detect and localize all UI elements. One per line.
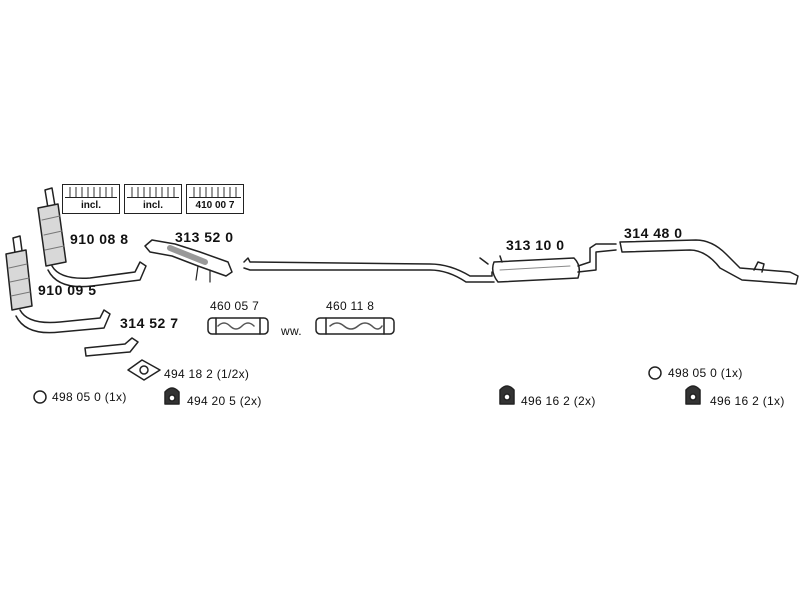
rubber-hanger-icon xyxy=(499,385,515,405)
accessory-hanger-right: 496 16 2 (1x) xyxy=(710,394,785,408)
flex-pipe-icon xyxy=(315,317,395,335)
exhaust-kit-box-icon: 410 00 7 xyxy=(186,184,244,214)
part-number-center-muffler: 313 10 0 xyxy=(506,237,565,253)
kit-label: incl. xyxy=(142,200,163,211)
part-number-cat-2: 910 09 5 xyxy=(38,282,97,298)
kit-label: 410 00 7 xyxy=(195,200,235,211)
front-pipe-icon xyxy=(84,337,139,357)
kit-label: incl. xyxy=(80,200,101,211)
rear-pipe-icon xyxy=(619,239,799,285)
rubber-hanger-icon xyxy=(164,387,180,405)
part-number-flex-2: 460 11 8 xyxy=(326,299,375,313)
accessory-gasket: 494 18 2 (1/2x) xyxy=(164,367,250,381)
rubber-hanger-icon xyxy=(685,385,701,405)
part-number-cat-1: 910 08 8 xyxy=(70,231,129,247)
ring-clamp-icon xyxy=(648,366,662,380)
accessory-ring-left: 498 05 0 (1x) xyxy=(52,390,127,404)
muffler-icon xyxy=(479,243,617,283)
middle-pipe-icon xyxy=(243,257,495,283)
catalytic-converter-icon xyxy=(5,235,111,334)
front-pipe-icon xyxy=(144,239,233,283)
catalytic-converter-icon xyxy=(37,187,147,288)
part-number-front-pipe-2: 314 52 7 xyxy=(120,315,179,331)
ring-clamp-icon xyxy=(33,390,47,404)
exhaust-kit-box-icon: incl. xyxy=(124,184,182,214)
accessory-hanger-left: 494 20 5 (2x) xyxy=(187,394,262,408)
flex-alt-label: ww. xyxy=(281,324,302,338)
part-number-flex-1: 460 05 7 xyxy=(210,299,260,313)
part-number-front-pipe-1: 313 52 0 xyxy=(175,229,234,245)
gasket-icon xyxy=(127,359,161,381)
flex-pipe-icon xyxy=(207,317,269,335)
accessory-hanger-mid: 496 16 2 (2x) xyxy=(521,394,596,408)
exhaust-kit-box-icon: incl. xyxy=(62,184,120,214)
part-number-rear-pipe: 314 48 0 xyxy=(624,225,683,241)
accessory-ring-right: 498 05 0 (1x) xyxy=(668,366,743,380)
